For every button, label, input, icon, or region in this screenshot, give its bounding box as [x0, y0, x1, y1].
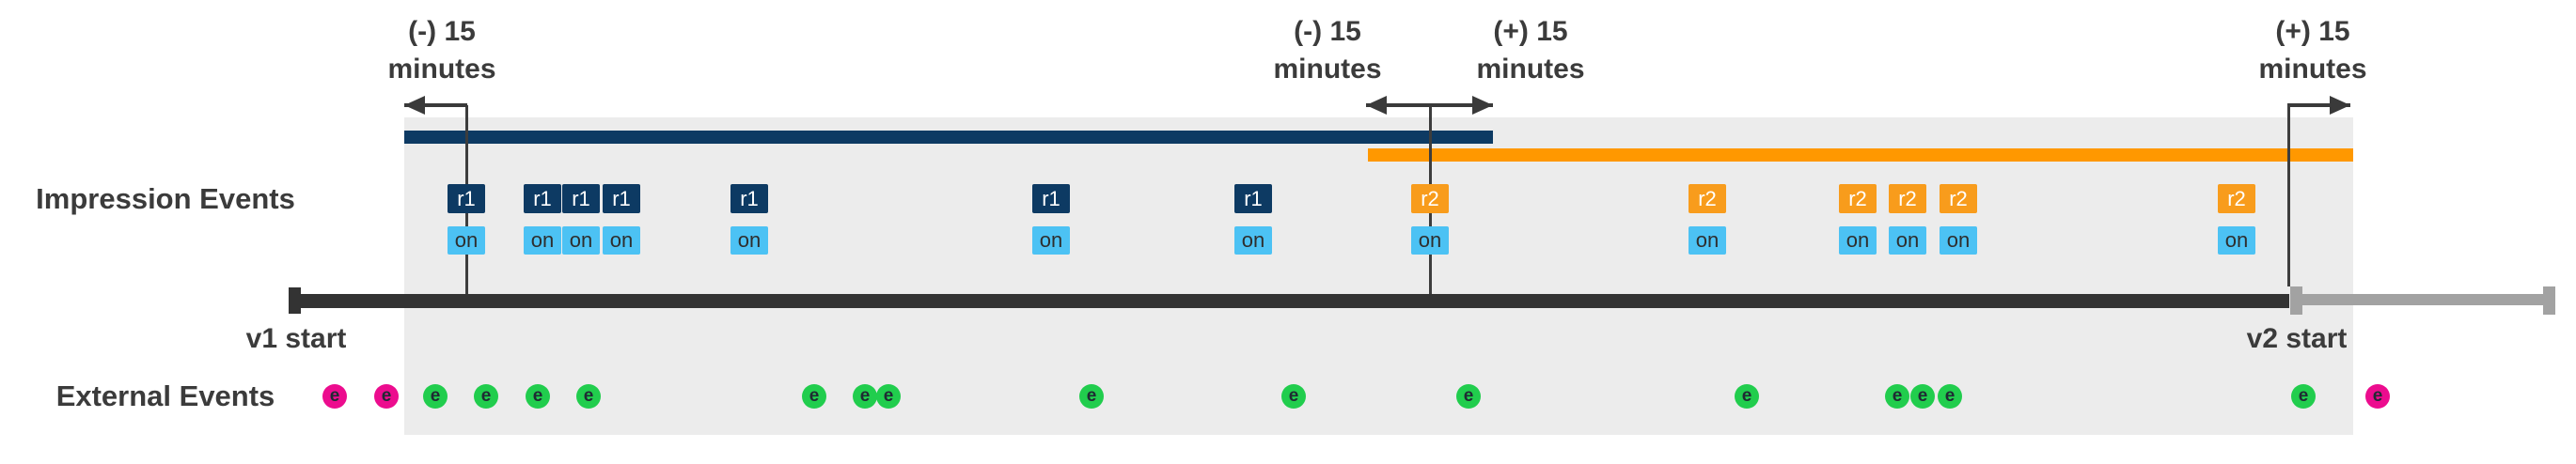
external-event-dot-green: e	[876, 384, 901, 409]
r2-badge: r2	[1689, 184, 1726, 213]
external-event-dot-green: e	[1079, 384, 1104, 409]
on-badge: on	[1234, 226, 1272, 255]
timeline-end-tick	[2543, 286, 2555, 315]
on-badge: on	[562, 226, 600, 255]
external-event-dot-green: e	[474, 384, 498, 409]
v2-start-tick	[2290, 286, 2302, 315]
external-event-dot-green: e	[2291, 384, 2316, 409]
r2-badge: r2	[2218, 184, 2255, 213]
external-event-dot-green: e	[526, 384, 550, 409]
external-event-dot-pink: e	[2365, 384, 2390, 409]
external-event-dot-green: e	[1281, 384, 1306, 409]
v1-start-tick	[289, 287, 301, 314]
external-event-dot-green: e	[1910, 384, 1935, 409]
external-event-dot-green: e	[802, 384, 826, 409]
v2-plus-15-window-arrowhead-right-icon	[2330, 96, 2350, 115]
external-event-dot-green: e	[853, 384, 877, 409]
external-event-dot-green: e	[1885, 384, 1909, 409]
v2-start-window-arrowhead-left-icon	[1366, 96, 1387, 115]
impression-events-label: Impression Events	[36, 182, 295, 215]
external-event-dot-green: e	[1456, 384, 1481, 409]
on-badge: on	[1889, 226, 1926, 255]
external-event-dot-green: e	[423, 384, 448, 409]
r2-badge: r2	[1889, 184, 1926, 213]
post-v2-timeline-bar	[2290, 294, 2555, 305]
r1-badge: r1	[562, 184, 600, 213]
v2-plus-15-window-arrow-line	[2289, 103, 2350, 107]
on-badge: on	[448, 226, 485, 255]
r1-badge: r1	[730, 184, 768, 213]
external-event-dot-green: e	[576, 384, 601, 409]
v2-plus-15-window-line	[2286, 103, 2290, 286]
v2-start-label: v2 start	[2246, 323, 2348, 354]
external-event-dot-pink: e	[374, 384, 399, 409]
on-badge: on	[1940, 226, 1977, 255]
analysis-window-panel	[404, 117, 2353, 435]
on-badge: on	[1839, 226, 1877, 255]
on-badge: on	[603, 226, 640, 255]
v1-minus-15-window-arrow-line	[404, 103, 467, 107]
v1-minus-15-window-arrowhead-left-icon	[404, 96, 425, 115]
on-badge: on	[730, 226, 768, 255]
external-event-dot-pink: e	[322, 384, 347, 409]
r2-badge: r2	[1839, 184, 1877, 213]
r1-badge: r1	[603, 184, 640, 213]
r1-badge: r1	[1032, 184, 1070, 213]
v2-start-window-arrowhead-right-icon	[1472, 96, 1493, 115]
timeline-bar	[289, 294, 2289, 308]
v1-duration-bar	[404, 131, 1493, 144]
v2-duration-bar	[1368, 148, 2353, 162]
on-badge: on	[1411, 226, 1449, 255]
external-events-label: External Events	[55, 379, 275, 412]
on-badge: on	[2218, 226, 2255, 255]
external-event-dot-green: e	[1735, 384, 1759, 409]
r2-badge: r2	[1940, 184, 1977, 213]
r2-badge: r2	[1411, 184, 1449, 213]
on-badge: on	[524, 226, 561, 255]
r1-badge: r1	[524, 184, 561, 213]
v1-start-label: v1 start	[245, 323, 347, 354]
on-badge: on	[1689, 226, 1726, 255]
r1-badge: r1	[1234, 184, 1272, 213]
r1-badge: r1	[448, 184, 485, 213]
v2-start-window-arrow-line	[1366, 103, 1493, 107]
external-event-dot-green: e	[1938, 384, 1962, 409]
on-badge: on	[1032, 226, 1070, 255]
